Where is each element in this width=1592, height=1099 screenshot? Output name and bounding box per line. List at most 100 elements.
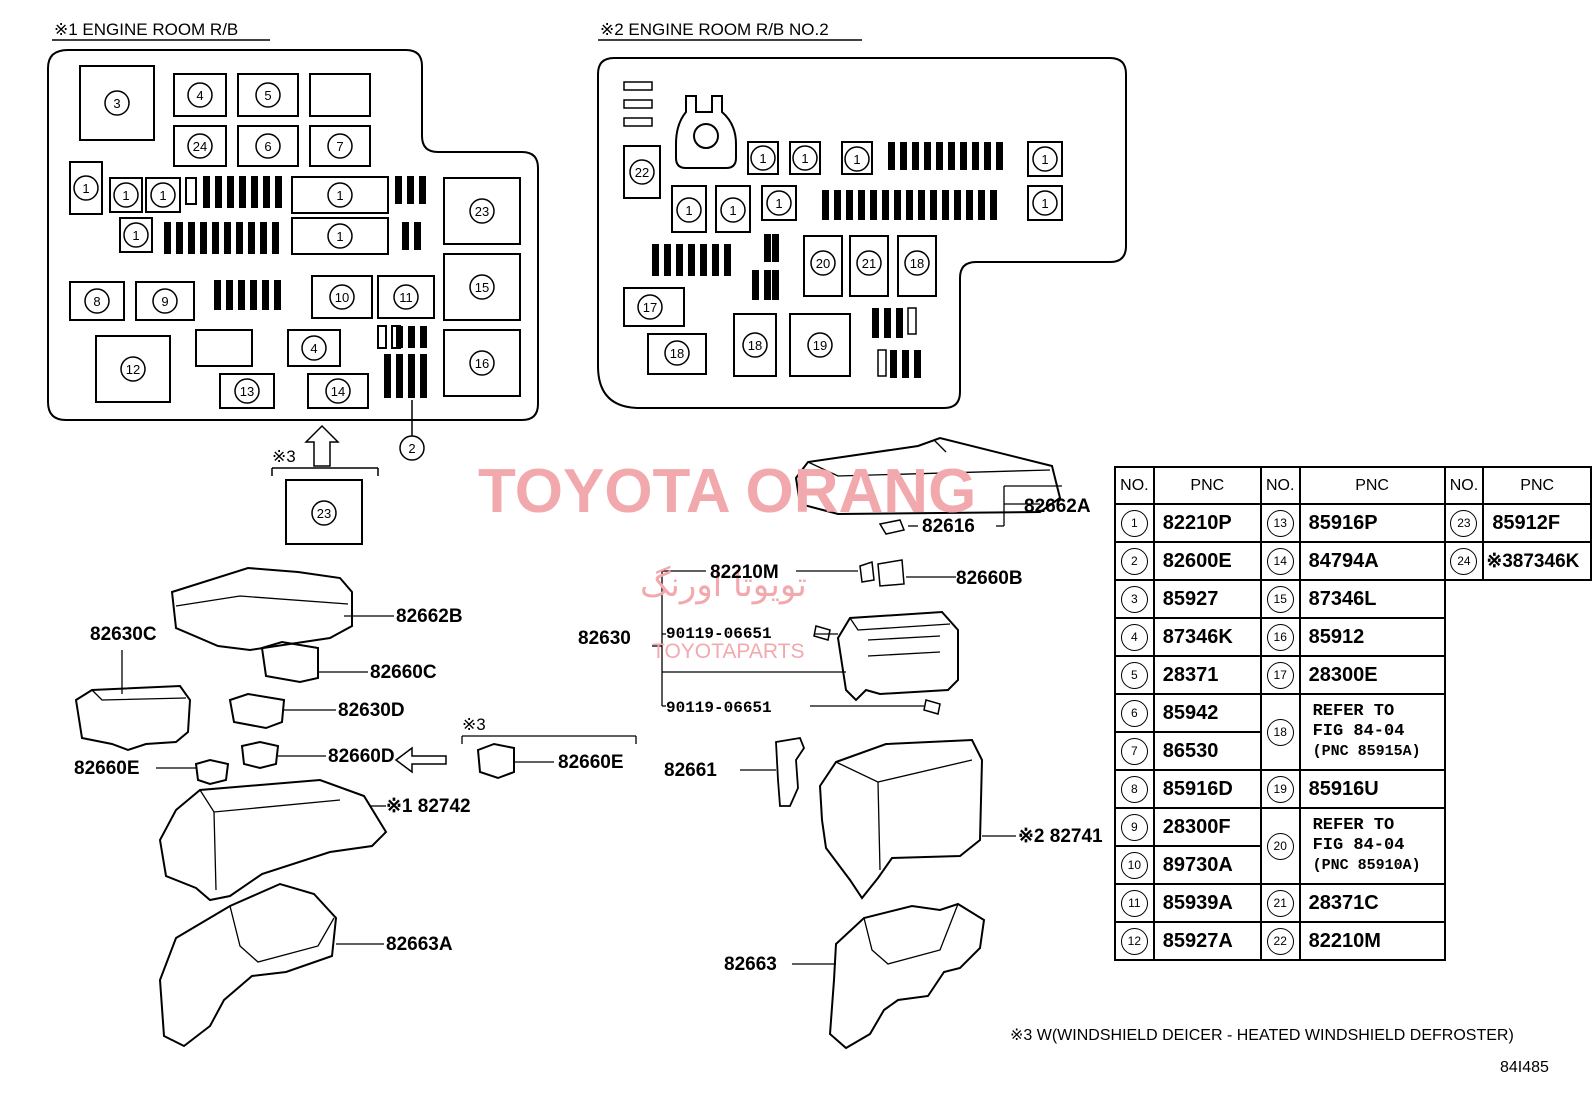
- svg-text:11: 11: [399, 290, 413, 305]
- pnc-cell: 86530: [1152, 731, 1262, 771]
- col2-pnc-header: PNC: [1298, 466, 1446, 505]
- no-circle: 5: [1120, 661, 1148, 689]
- pnc-cell: 87346L: [1298, 579, 1446, 619]
- pnc-cell: 85916P: [1298, 503, 1446, 543]
- svg-text:1: 1: [853, 152, 860, 167]
- no-circle: 14: [1266, 547, 1294, 575]
- ref-text: FIG 84-04: [1312, 836, 1405, 855]
- svg-text:1: 1: [685, 203, 692, 218]
- svg-text:18: 18: [748, 338, 762, 353]
- pnc-table: NO. PNC NO. PNC NO. PNC 1 82210P 13 8591…: [1114, 466, 1592, 961]
- pnc-cell: 82600E: [1152, 541, 1262, 581]
- no-circle: 16: [1266, 623, 1294, 651]
- svg-text:4: 4: [310, 341, 317, 356]
- svg-text:21: 21: [862, 256, 876, 271]
- label-82660E-left: 82660E: [74, 758, 140, 779]
- relay-block-82741: [818, 738, 984, 900]
- label-82741: ※2 82741: [1018, 826, 1103, 847]
- relay-82660D: [240, 740, 280, 770]
- relay-block-82630C: [74, 684, 192, 752]
- svg-text:9: 9: [161, 294, 168, 309]
- ref-text: REFER TO: [1312, 702, 1395, 721]
- table-row: 2 82600E 14 84794A 24 ※387346K: [1114, 541, 1592, 581]
- svg-text:24: 24: [193, 139, 207, 154]
- engine-room-rb-title: ※1 ENGINE ROOM R/B: [54, 20, 238, 39]
- svg-text:※3: ※3: [462, 715, 486, 734]
- label-82630: 82630: [578, 628, 631, 649]
- svg-text:15: 15: [475, 280, 489, 295]
- table-row: 7 86530: [1114, 731, 1591, 771]
- svg-text:14: 14: [331, 384, 345, 399]
- cover-82662B: [170, 566, 353, 652]
- table-row: 5 28371 17 28300E: [1114, 655, 1591, 695]
- pnc-cell: 28371C: [1298, 883, 1446, 923]
- table-row: 12 85927A 22 82210M: [1114, 921, 1591, 961]
- svg-text:1: 1: [336, 188, 343, 203]
- lower-case-82663A: [158, 882, 338, 1048]
- pnc-cell: 28300E: [1298, 655, 1446, 695]
- pnc-cell: 85942: [1152, 693, 1262, 733]
- cover-82662A: [794, 436, 1062, 516]
- svg-text:5: 5: [264, 88, 271, 103]
- no-circle: 11: [1120, 889, 1148, 917]
- no-circle: 22: [1266, 927, 1294, 955]
- label-82210M: 82210M: [710, 562, 779, 583]
- no-circle: 9: [1120, 813, 1148, 841]
- no-circle: 18: [1266, 718, 1294, 746]
- no-circle: 8: [1120, 775, 1148, 803]
- svg-text:18: 18: [670, 346, 684, 361]
- svg-text:13: 13: [240, 384, 254, 399]
- pnc-cell: 82210M: [1298, 921, 1446, 961]
- relay-82660C: [260, 640, 319, 684]
- label-82630D: 82630D: [338, 700, 405, 721]
- pnc-cell: 28371: [1152, 655, 1262, 695]
- no-circle: 24: [1450, 547, 1478, 575]
- ref-text: (PNC 85915A): [1312, 743, 1421, 760]
- no-circle: 17: [1266, 661, 1294, 689]
- ref-text: (PNC 85910A): [1312, 857, 1421, 874]
- table-row: 11 85939A 21 28371C: [1114, 883, 1591, 923]
- table-row: 9 28300F 20 REFER TO FIG 84-04 (PNC 8591…: [1114, 807, 1591, 885]
- col1-no-header: NO.: [1114, 466, 1155, 505]
- pnc-cell: 85916U: [1298, 769, 1446, 809]
- svg-text:16: 16: [475, 356, 489, 371]
- relay-block-82742: [158, 778, 388, 902]
- pnc-cell: 82210P: [1152, 503, 1262, 543]
- svg-text:1: 1: [82, 181, 89, 196]
- engine-room-rb-outline: [47, 49, 539, 421]
- pnc-cell: 85927: [1152, 579, 1262, 619]
- svg-text:10: 10: [335, 290, 349, 305]
- label-82663A: 82663A: [386, 934, 453, 955]
- svg-text:22: 22: [635, 165, 649, 180]
- no-circle: 15: [1266, 585, 1294, 613]
- svg-text:19: 19: [813, 338, 827, 353]
- svg-text:20: 20: [816, 256, 830, 271]
- svg-text:1: 1: [1041, 196, 1048, 211]
- svg-text:12: 12: [126, 362, 140, 377]
- engine-room-rb-no2-title: ※2 ENGINE ROOM R/B NO.2: [600, 20, 829, 39]
- svg-text:8: 8: [93, 294, 100, 309]
- label-82660C: 82660C: [370, 662, 437, 683]
- svg-text:1: 1: [122, 188, 129, 203]
- pnc-cell: 85912: [1298, 617, 1446, 657]
- label-90119-06651-b: 90119-06651: [666, 699, 772, 717]
- pnc-cell: 87346K: [1152, 617, 1262, 657]
- table-row: 10 89730A: [1114, 845, 1591, 885]
- col3-pnc-header: PNC: [1482, 466, 1592, 505]
- footnote: ※3 W(WINDSHIELD DEICER - HEATED WINDSHIE…: [1010, 1027, 1514, 1044]
- watermark-brand: TOYOTA ORANG: [478, 457, 976, 526]
- label-82616: 82616: [922, 516, 975, 537]
- engine-room-rb-no2-outline: [597, 57, 1127, 409]
- relay-82660E-right: [476, 742, 515, 780]
- no-circle: 19: [1266, 775, 1294, 803]
- svg-text:1: 1: [729, 203, 736, 218]
- svg-text:23: 23: [475, 204, 489, 219]
- svg-text:1: 1: [132, 228, 139, 243]
- table-row: 3 85927 15 87346L: [1114, 579, 1591, 619]
- col2-no-header: NO.: [1259, 466, 1301, 505]
- label-82663: 82663: [724, 954, 777, 975]
- label-82742: ※1 82742: [386, 796, 471, 817]
- label-82661: 82661: [664, 760, 717, 781]
- figure-code: 84I485: [1500, 1059, 1549, 1076]
